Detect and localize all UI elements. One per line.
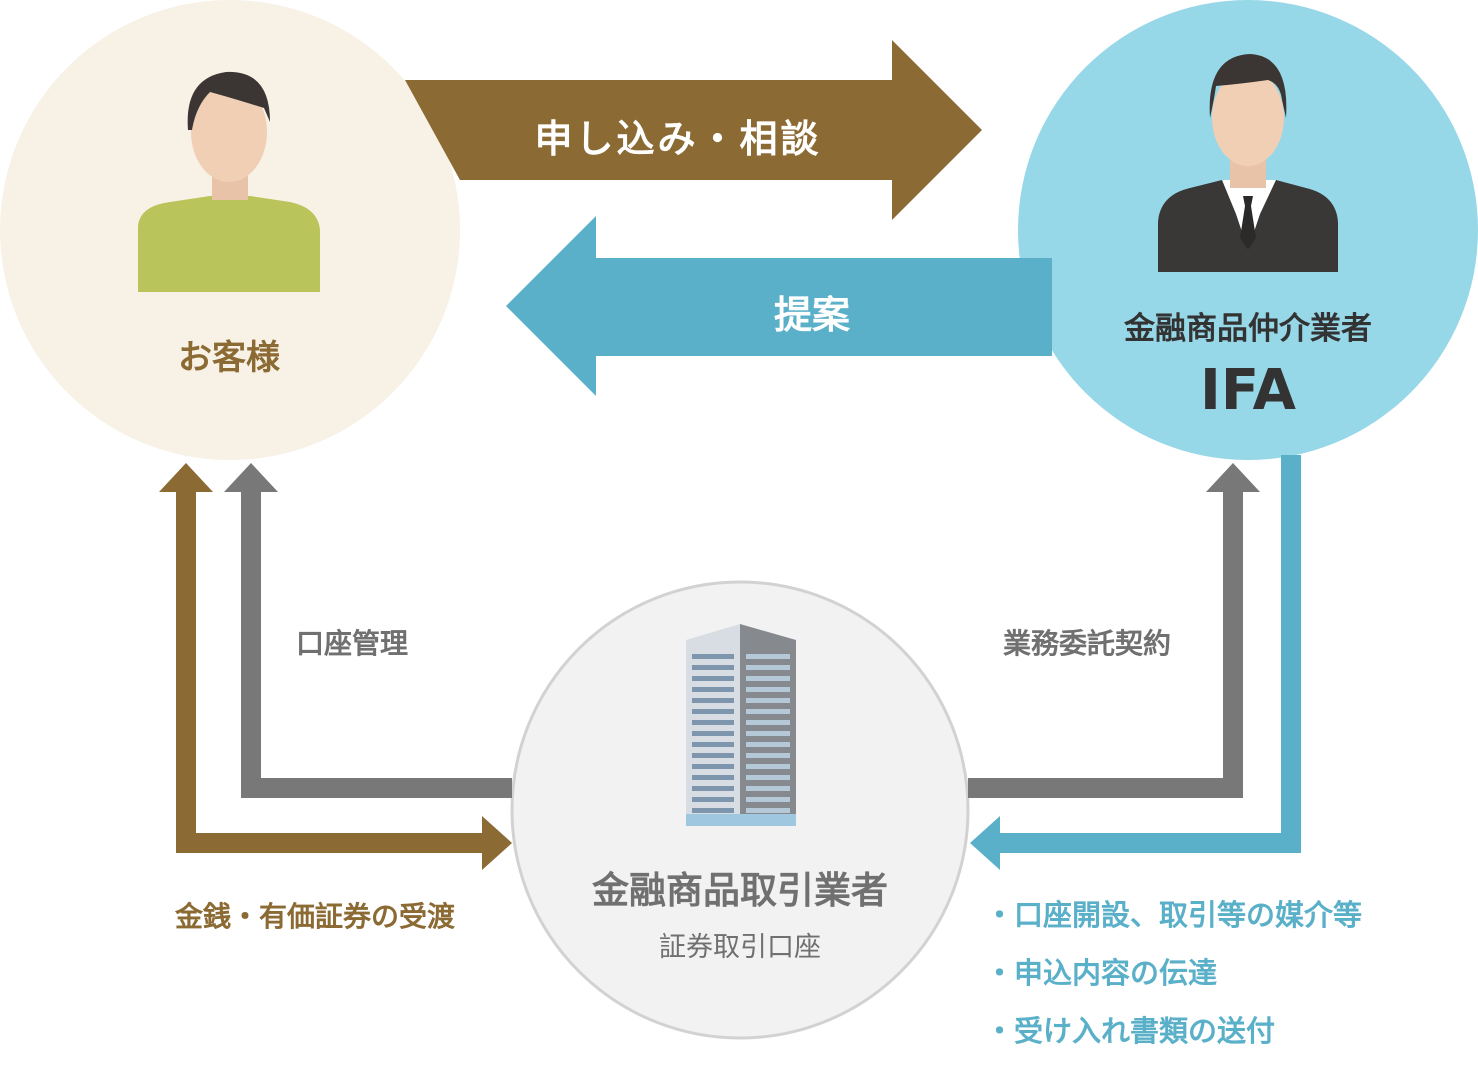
building-window (746, 676, 790, 681)
intermediary-arrow (998, 455, 1301, 853)
building-icon (686, 624, 796, 826)
building-window (692, 797, 734, 802)
building-window (692, 786, 734, 791)
building-window (692, 731, 734, 736)
building-window (746, 687, 790, 692)
apply-consult-label: 申し込み・相談 (534, 117, 822, 161)
building-window (746, 753, 790, 758)
building-window (692, 720, 734, 725)
broker-sublabel: 証券取引口座 (659, 932, 821, 963)
ifa-label-jp: 金融商品仲介業者 (1124, 311, 1372, 347)
building-window (746, 775, 790, 780)
business-contract-arrow (968, 488, 1243, 798)
business-contract-label: 業務委託契約 (1003, 627, 1172, 660)
building-window (692, 764, 734, 769)
money-securities-label: 金銭・有価証券の受渡 (175, 900, 456, 933)
building-window (692, 775, 734, 780)
building-window (746, 731, 790, 736)
building-window (746, 797, 790, 802)
building-window (746, 709, 790, 714)
building-window (692, 709, 734, 714)
building-window (692, 665, 734, 670)
building-window (692, 742, 734, 747)
proposal-label: 提案 (773, 293, 851, 337)
building-window (692, 687, 734, 692)
building-window (746, 742, 790, 747)
broker-label: 金融商品取引業者 (592, 869, 888, 912)
account-management-label: 口座管理 (296, 627, 409, 660)
proposal-arrow (506, 216, 1052, 396)
building-window (692, 676, 734, 681)
account-management-arrow (241, 488, 512, 798)
building-window (746, 808, 790, 813)
money-securities-up-arrowhead (159, 463, 213, 492)
list-item: ・口座開設、取引等の媒介等 (985, 898, 1363, 932)
money-securities-right-arrowhead (482, 816, 512, 870)
list-item: ・受け入れ書類の送付 (985, 1014, 1276, 1048)
building-window (746, 665, 790, 670)
account-management-arrowhead (224, 463, 278, 492)
customer-person-icon (138, 71, 320, 292)
money-securities-arrow (176, 488, 484, 853)
building-window (746, 764, 790, 769)
intermediary-arrowhead (970, 816, 1000, 870)
building-window (746, 786, 790, 791)
apply-consult-arrow (405, 40, 982, 220)
building-window (692, 654, 734, 659)
intermediary-services-list: ・口座開設、取引等の媒介等 ・申込内容の伝達 ・受け入れ書類の送付 (985, 890, 1362, 1064)
ifa-label-en: IFA (1199, 358, 1297, 423)
list-item: ・申込内容の伝達 (985, 956, 1218, 990)
building-window (692, 753, 734, 758)
building-window (746, 654, 790, 659)
customer-label: お客様 (178, 338, 280, 378)
ifa-person-icon (1158, 54, 1338, 272)
building-window (746, 698, 790, 703)
building-window (692, 698, 734, 703)
building-window (692, 808, 734, 813)
business-contract-arrowhead (1206, 463, 1260, 492)
building-window (746, 720, 790, 725)
